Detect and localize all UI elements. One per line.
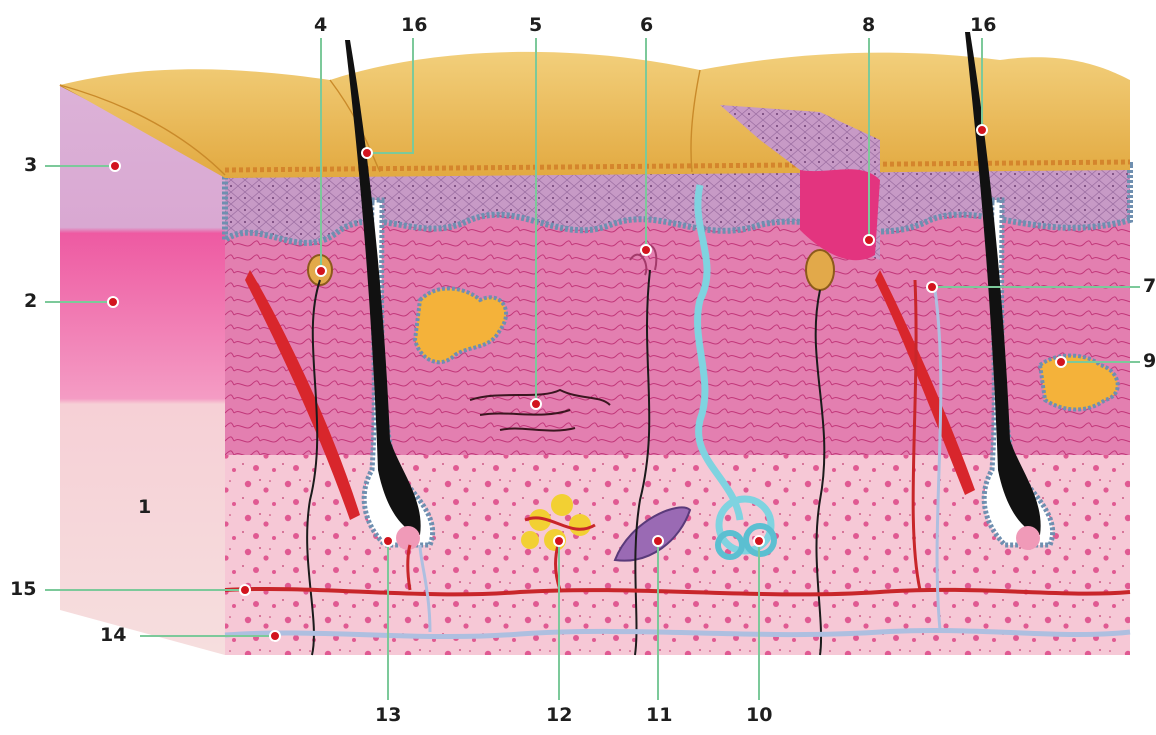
red-dot-icon: [240, 585, 250, 595]
red-dot-icon: [1056, 357, 1066, 367]
red-dot-icon: [270, 631, 280, 641]
red-dot-icon: [927, 282, 937, 292]
label-2: 2: [24, 292, 37, 311]
label-3: 3: [24, 156, 37, 175]
label-14: 14: [100, 626, 126, 645]
label-8: 8: [862, 16, 875, 35]
red-dot-icon: [110, 161, 120, 171]
label-10: 10: [746, 706, 772, 725]
label-6: 6: [640, 16, 653, 35]
red-dot-icon: [653, 536, 663, 546]
red-dot-icon: [864, 235, 874, 245]
red-dot-icon: [641, 245, 651, 255]
side-face: [60, 85, 225, 655]
red-dot-icon: [554, 536, 564, 546]
red-dot-icon: [383, 536, 393, 546]
label-5: 5: [529, 16, 542, 35]
red-dot-icon: [108, 297, 118, 307]
red-dot-icon: [977, 125, 987, 135]
label-1: 1: [138, 498, 151, 517]
label-12: 12: [546, 706, 572, 725]
label-13: 13: [375, 706, 401, 725]
red-dot-icon: [754, 536, 764, 546]
label-16-right: 16: [970, 16, 996, 35]
red-dot-icon: [531, 399, 541, 409]
label-4: 4: [314, 16, 327, 35]
label-9: 9: [1143, 352, 1156, 371]
label-15: 15: [10, 580, 36, 599]
label-7: 7: [1143, 277, 1156, 296]
label-16-left: 16: [401, 16, 427, 35]
meissner-corpuscle-right: [806, 250, 834, 290]
label-11: 11: [646, 706, 672, 725]
red-dot-icon: [316, 266, 326, 276]
red-dot-icon: [362, 148, 372, 158]
